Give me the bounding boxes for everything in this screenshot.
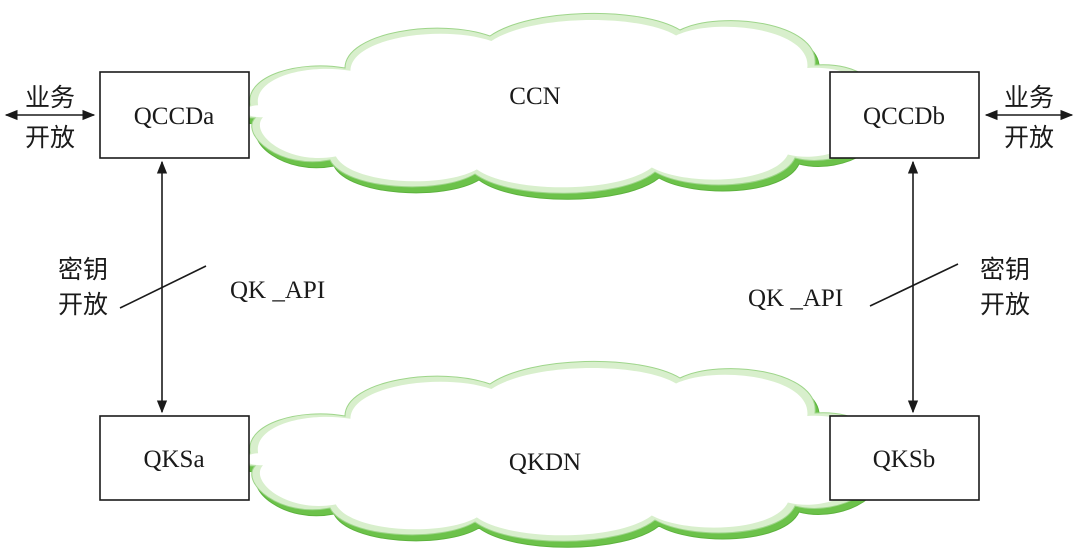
qccda-label: QCCDa [134,103,215,130]
ccn-label: CCN [509,83,560,110]
qksa-label: QKSa [143,446,204,473]
right-business-label-line2: 开放 [1004,123,1054,152]
qksb-label: QKSb [873,446,936,473]
left-business-label-line2: 开放 [25,123,75,152]
left-qk-api-label: QK _API [230,277,325,304]
qksa-node: QKSa [99,415,250,501]
qccdb-node: QCCDb [829,71,980,159]
left-key-label-line2: 开放 [58,290,108,319]
left-interface-slash [119,265,207,309]
right-key-label-line1: 密钥 [980,255,1030,284]
right-key-label-line2: 开放 [980,290,1030,319]
qccdb-label: QCCDb [863,103,945,130]
left-key-label-line1: 密钥 [58,255,108,284]
right-business-label-line1: 业务 [1004,83,1054,112]
qccda-node: QCCDa [99,71,250,159]
right-qk-api-label: QK _API [748,285,843,312]
qksb-node: QKSb [829,415,980,501]
left-business-label-line1: 业务 [25,83,75,112]
qkdn-label: QKDN [509,449,581,476]
right-interface-slash [869,263,959,307]
